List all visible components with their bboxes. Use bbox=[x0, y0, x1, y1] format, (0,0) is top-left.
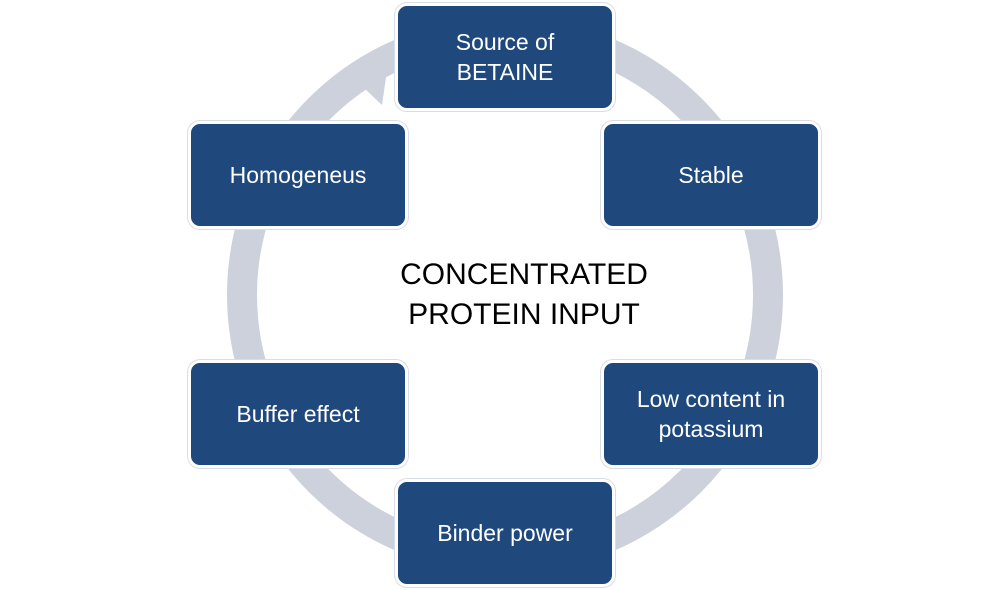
node-label: Homogeneus bbox=[229, 162, 367, 188]
node-homogeneus: Homogeneus bbox=[188, 121, 408, 229]
node-label: Source of BETAINE bbox=[455, 29, 555, 85]
node-label: Stable bbox=[678, 162, 744, 188]
node-label: Buffer effect bbox=[236, 401, 360, 427]
node-source-of-betaine: Source of BETAINE bbox=[395, 3, 615, 111]
cycle-arrow-head bbox=[345, 50, 390, 105]
node-buffer-effect: Buffer effect bbox=[188, 360, 408, 468]
node-label: Low content in potassium bbox=[636, 386, 786, 442]
node-label: Binder power bbox=[437, 520, 573, 546]
node-binder-power: Binder power bbox=[395, 479, 615, 587]
node-stable: Stable bbox=[601, 121, 821, 229]
center-title: CONCENTRATED PROTEIN INPUT bbox=[400, 258, 648, 331]
node-low-content-in-potassium: Low content in potassium bbox=[601, 360, 821, 468]
